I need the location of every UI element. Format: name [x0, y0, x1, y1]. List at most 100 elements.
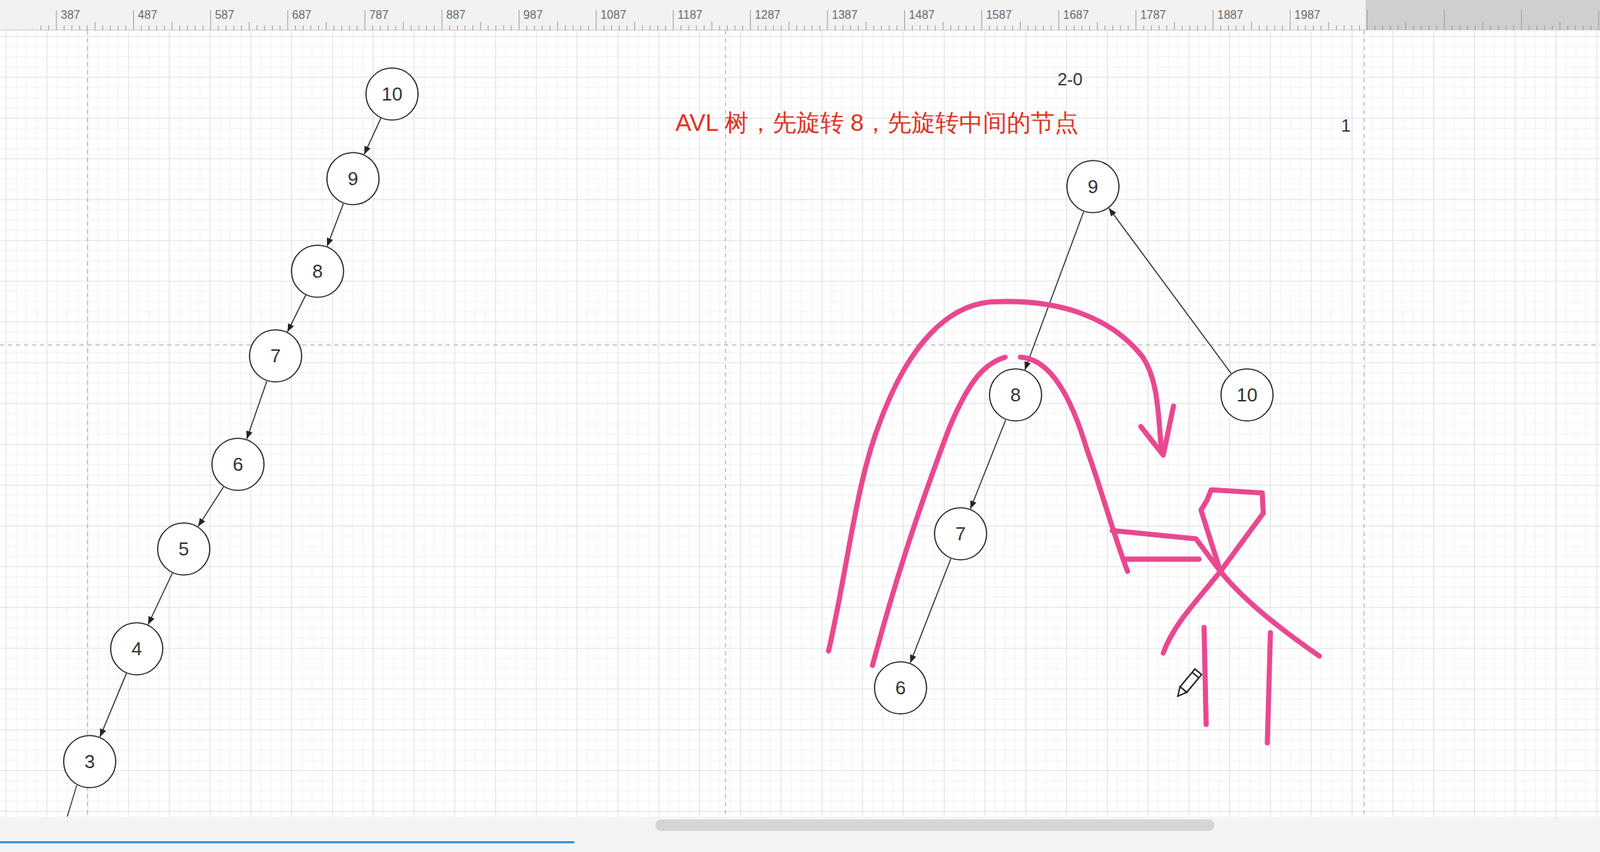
ruler-tick	[48, 25, 50, 31]
ruler-tick	[1011, 25, 1013, 31]
ruler-tick	[564, 25, 566, 31]
node-value: 3	[84, 750, 95, 774]
tree-edge	[99, 673, 127, 738]
ruler-tick	[758, 25, 759, 31]
ruler-tick	[1505, 25, 1507, 31]
ruler-tick	[256, 25, 258, 31]
tree-edge	[287, 295, 306, 333]
node-value: 5	[178, 538, 189, 561]
ruler-tick	[912, 25, 913, 31]
ruler-tick	[742, 25, 743, 31]
ruler-tick	[86, 25, 88, 31]
node-value: 9	[347, 167, 359, 191]
ruler-tick	[279, 25, 281, 31]
ruler-tick	[1150, 25, 1152, 31]
ruler-tick	[56, 10, 58, 31]
edge-line	[198, 486, 224, 527]
ruler-tick	[811, 25, 813, 31]
ruler-tick	[857, 25, 859, 31]
ruler-tick	[556, 21, 558, 31]
ruler-tick	[433, 25, 435, 31]
ruler-tick	[233, 25, 235, 31]
ruler-tick	[611, 25, 612, 31]
node-value: 10	[381, 83, 403, 106]
ruler-tick	[1081, 25, 1083, 31]
ruler-tick	[842, 25, 844, 31]
ruler-tick	[834, 25, 836, 31]
ruler-tick	[1158, 25, 1160, 31]
ruler-tick	[303, 25, 304, 31]
ruler-tick	[672, 10, 674, 31]
ruler-tick	[981, 10, 983, 31]
tree-edge	[1108, 208, 1232, 374]
arrow-head	[909, 654, 916, 664]
ruler-tick	[1027, 25, 1029, 31]
arrow-head	[1140, 405, 1174, 455]
ruler-tick	[781, 25, 782, 31]
ruler-number: 1387	[830, 8, 860, 22]
ruler-tick	[549, 25, 551, 31]
tree-node-circle: 10	[365, 67, 419, 121]
ruler-tick	[904, 10, 905, 31]
ruler-tick	[1074, 25, 1075, 31]
ruler-tick	[202, 25, 204, 31]
tree-node-circle: 8	[290, 244, 345, 299]
ruler-tick	[1235, 25, 1237, 31]
ruler-tick	[634, 21, 636, 31]
ruler-tick	[117, 25, 119, 31]
ruler-tick	[973, 25, 975, 31]
ruler-tick	[718, 25, 720, 31]
ruler-tick	[703, 25, 705, 31]
ruler-tick	[750, 10, 751, 31]
rotation-arrow	[828, 301, 1162, 651]
edge-line	[99, 673, 127, 738]
guide-line	[724, 30, 727, 817]
ruler-tick	[649, 25, 651, 31]
ruler-tick	[148, 25, 150, 31]
ruler-tick	[765, 25, 767, 31]
ruler-tick	[1004, 25, 1006, 31]
ruler-tick	[603, 25, 604, 31]
edge-line	[909, 558, 951, 663]
arrow-head	[198, 517, 206, 527]
ruler-tick	[1274, 25, 1276, 31]
ruler-tick	[935, 25, 936, 31]
ruler-tick	[387, 25, 389, 31]
circle-shape	[249, 329, 302, 382]
figure-arm	[1112, 530, 1221, 572]
ruler-tick	[1266, 25, 1268, 31]
node-value: 4	[131, 637, 142, 661]
ruler-tick	[310, 25, 312, 31]
circle-shape	[874, 661, 927, 714]
ruler-tick	[1058, 10, 1059, 31]
ruler-tick	[1443, 10, 1445, 31]
ruler-tick	[1019, 21, 1021, 31]
ruler-tick	[395, 25, 397, 31]
ruler-tick	[480, 21, 482, 31]
ruler-tick	[1328, 21, 1329, 31]
guide-line	[0, 344, 1600, 346]
ruler-tick	[240, 25, 242, 31]
ruler-tick	[217, 25, 219, 31]
top-ruler	[0, 0, 1600, 31]
ruler-tick	[1066, 25, 1067, 31]
arrow-head	[969, 500, 976, 510]
ruler-tick	[287, 10, 288, 31]
ruler-tick	[1104, 25, 1106, 31]
ruler-tick	[1552, 25, 1553, 31]
circle-shape	[934, 507, 987, 560]
ruler-tick	[364, 10, 366, 31]
ruler-tick	[349, 25, 351, 31]
ruler-tick	[896, 25, 897, 31]
ruler-tick	[804, 25, 806, 31]
ruler-tick	[888, 25, 890, 31]
ruler-tick	[418, 25, 420, 31]
ruler-tick	[503, 25, 505, 31]
edge-line	[148, 572, 173, 625]
ruler-tick	[726, 25, 728, 31]
ruler-tick	[958, 25, 960, 31]
ruler-tick	[988, 25, 990, 31]
ruler-tick	[657, 25, 659, 31]
ruler-tick	[179, 25, 181, 31]
